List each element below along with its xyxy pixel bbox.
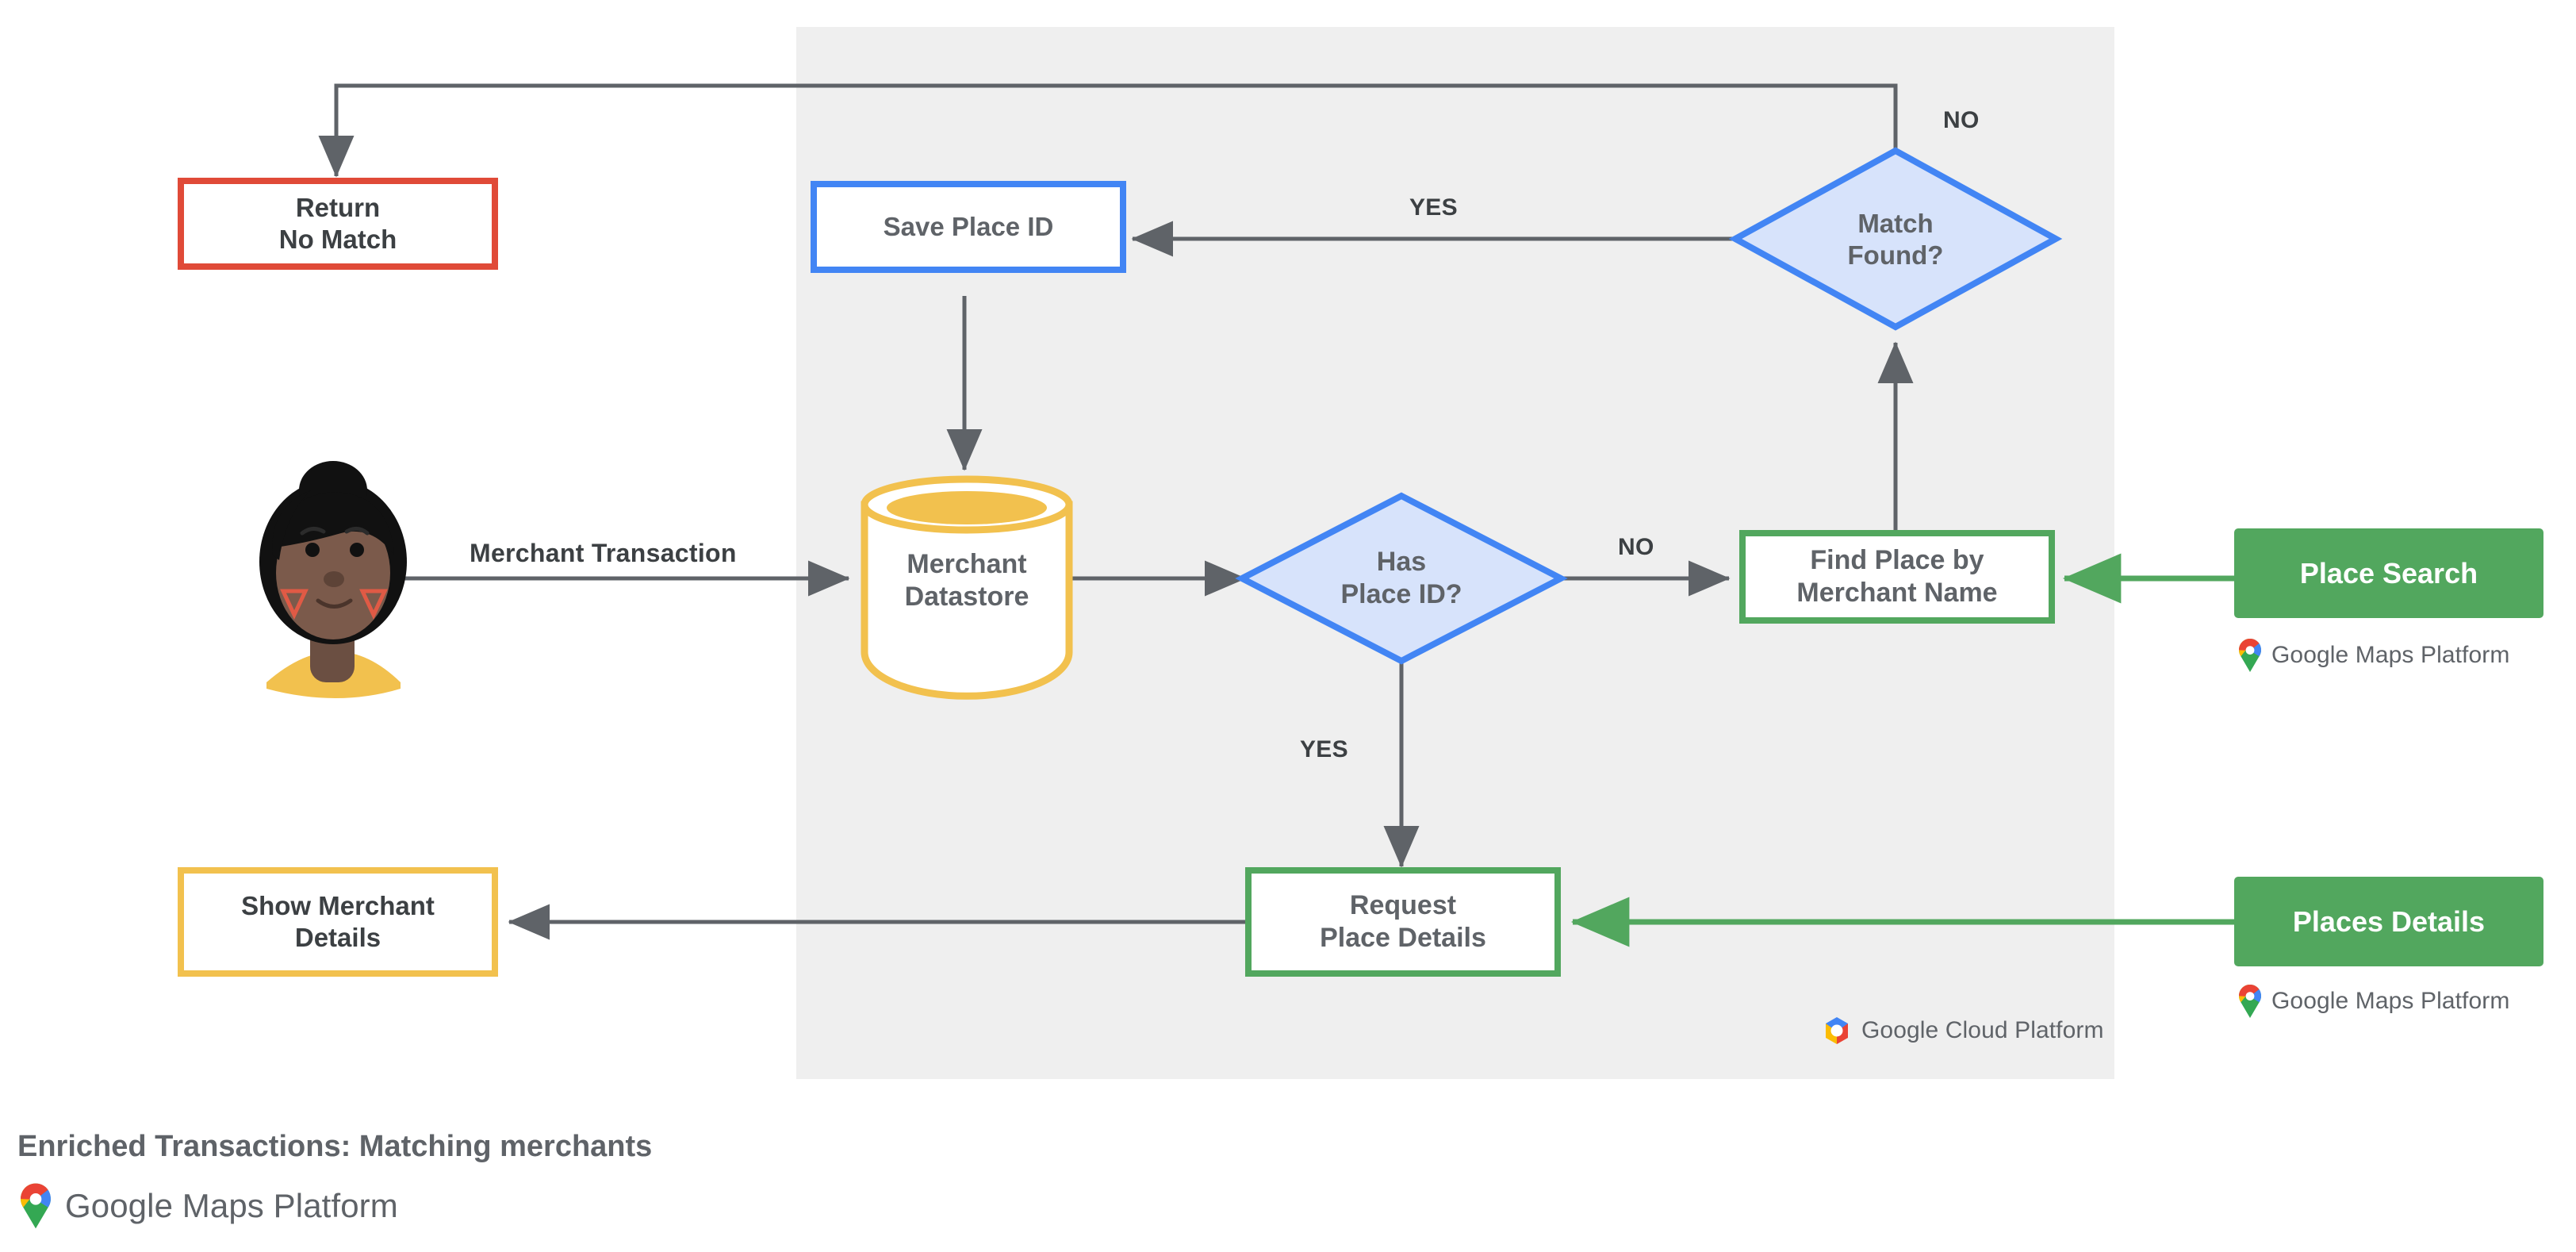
brand-place-search-text: Google Maps Platform [2271,642,2510,668]
node-request-place-details [1245,867,1561,977]
user-avatar [259,461,407,698]
node-show-merchant-details [178,867,498,977]
node-match-found [1728,147,2063,331]
node-place-search [2234,528,2543,618]
brand-cloud-platform: Google Cloud Platform [1820,1014,2104,1047]
node-has-place-id [1235,492,1568,665]
node-save-place-id [811,181,1126,273]
brand-places-details: Google Maps Platform [2237,984,2509,1019]
diagram-title: Enriched Transactions: Matching merchant… [17,1130,653,1163]
google-maps-pin-icon [21,1183,51,1229]
brand-places-details-text: Google Maps Platform [2271,988,2510,1014]
footer-brand-text: Google Maps Platform [65,1187,398,1224]
google-maps-pin-icon [2239,985,2261,1018]
edge-label-has-place-id-no: NO [1618,534,1654,560]
edge-label-match-found-no: NO [1943,107,1980,133]
node-return-no-match [178,178,498,270]
node-places-details [2234,877,2543,966]
edge-label-has-place-id-yes: YES [1300,736,1348,762]
edge-label-match-found-yes: YES [1409,194,1458,221]
footer-brand: Google Maps Platform [17,1182,398,1230]
node-find-place [1739,530,2055,624]
google-maps-pin-icon [2239,639,2261,672]
edge-match-found-no [318,83,1898,178]
node-merchant-datastore [861,475,1073,700]
brand-cloud-platform-text: Google Cloud Platform [1861,1017,2104,1043]
google-cloud-hexagon-icon [1826,1017,1848,1044]
brand-place-search: Google Maps Platform [2237,638,2509,673]
edge-label-merchant-transaction: Merchant Transaction [470,539,737,567]
